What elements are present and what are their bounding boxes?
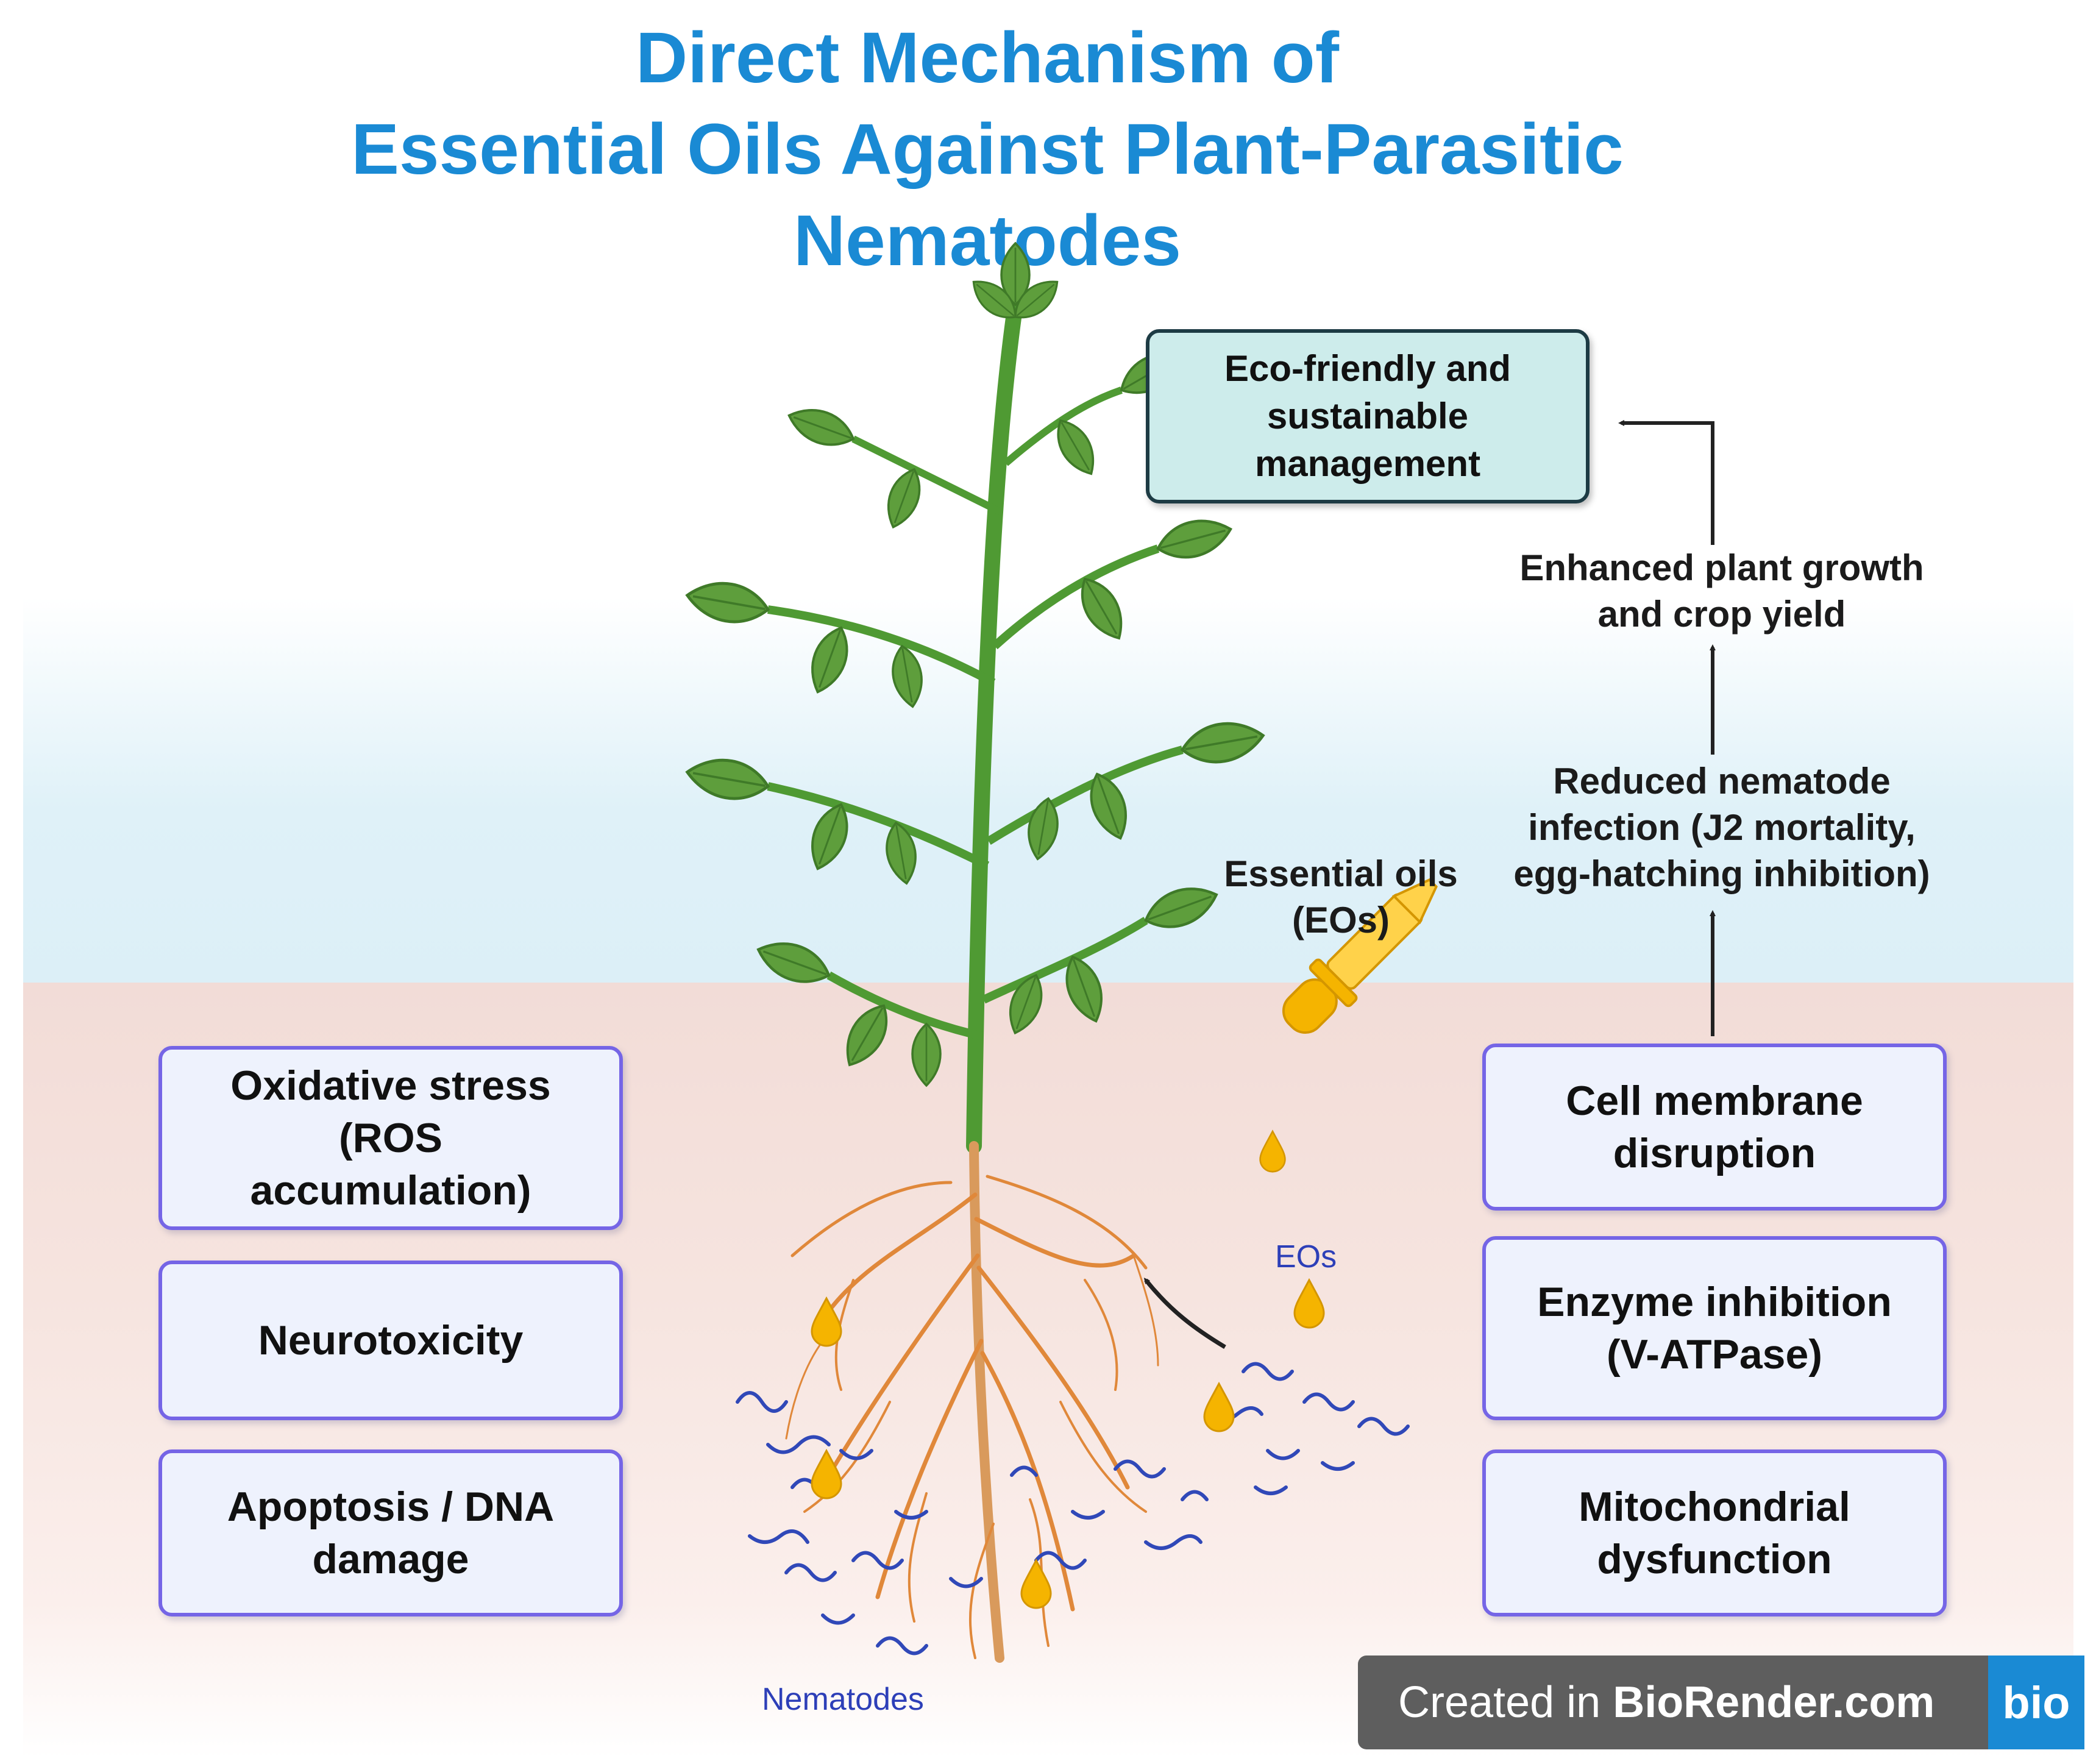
tomato-plant-icon [684, 242, 1266, 1154]
eco-friendly-label: Eco-friendly and sustainable management [1224, 348, 1512, 484]
cell-membrane-box: Cell membrane disruption [1482, 1044, 1947, 1211]
title-line-3: Nematodes [793, 201, 1182, 281]
arrow-icon [1143, 1278, 1226, 1350]
enzyme-inhibition-box: Enzyme inhibition (V-ATPase) [1482, 1236, 1947, 1420]
essential-oils-label: Essential oils (EOs) [1170, 851, 1512, 944]
oxidative-stress-label: Oxidative stress (ROS accumulation) [230, 1062, 551, 1214]
biorender-badge[interactable]: Created in BioRender.com [1358, 1656, 1988, 1749]
eco-friendly-box: Eco-friendly and sustainable management [1146, 329, 1590, 503]
reduced-line-3: egg-hatching inhibition) [1513, 853, 1930, 894]
reduced-line-1: Reduced nematode [1553, 761, 1891, 802]
growth-line-2: and crop yield [1597, 594, 1846, 635]
apoptosis-box: Apoptosis / DNA damage [158, 1449, 623, 1616]
neurotoxicity-label: Neurotoxicity [258, 1317, 524, 1364]
essential-oils-line-2: (EOs) [1291, 900, 1390, 941]
dropper-icon [1282, 878, 1438, 1034]
enhanced-growth-label: Enhanced plant growth and crop yield [1481, 545, 1963, 638]
enzyme-inhibition-label: Enzyme inhibition (V-ATPase) [1537, 1279, 1892, 1378]
mitochondrial-label: Mitochondrial dysfunction [1579, 1484, 1850, 1582]
neurotoxicity-box: Neurotoxicity [158, 1261, 623, 1420]
title-line-2: Essential Oils Against Plant-Parasitic [351, 109, 1624, 190]
nematodes-label: Nematodes [762, 1682, 924, 1717]
biorender-logo-icon[interactable]: bio [1988, 1656, 2084, 1749]
apoptosis-label: Apoptosis / DNA damage [227, 1484, 555, 1582]
page-title: Direct Mechanism of Essential Oils Again… [183, 12, 1792, 286]
sky-background [23, 597, 2073, 983]
mitochondrial-box: Mitochondrial dysfunction [1482, 1449, 1947, 1616]
roots-icon [785, 1141, 1159, 1663]
growth-line-1: Enhanced plant growth [1519, 547, 1924, 588]
badge-brand: BioRender.com [1613, 1678, 1935, 1727]
reduced-infection-label: Reduced nematode infection (J2 mortality… [1481, 758, 1963, 897]
arrow-icon [1618, 420, 1714, 545]
title-line-1: Direct Mechanism of [635, 18, 1340, 98]
badge-prefix: Created in [1398, 1678, 1601, 1727]
essential-oils-line-1: Essential oils [1224, 853, 1458, 894]
oxidative-stress-box: Oxidative stress (ROS accumulation) [158, 1046, 623, 1230]
cell-membrane-label: Cell membrane disruption [1566, 1078, 1863, 1176]
reduced-line-2: infection (J2 mortality, [1528, 807, 1916, 848]
eos-small-label: EOs [1275, 1239, 1337, 1275]
